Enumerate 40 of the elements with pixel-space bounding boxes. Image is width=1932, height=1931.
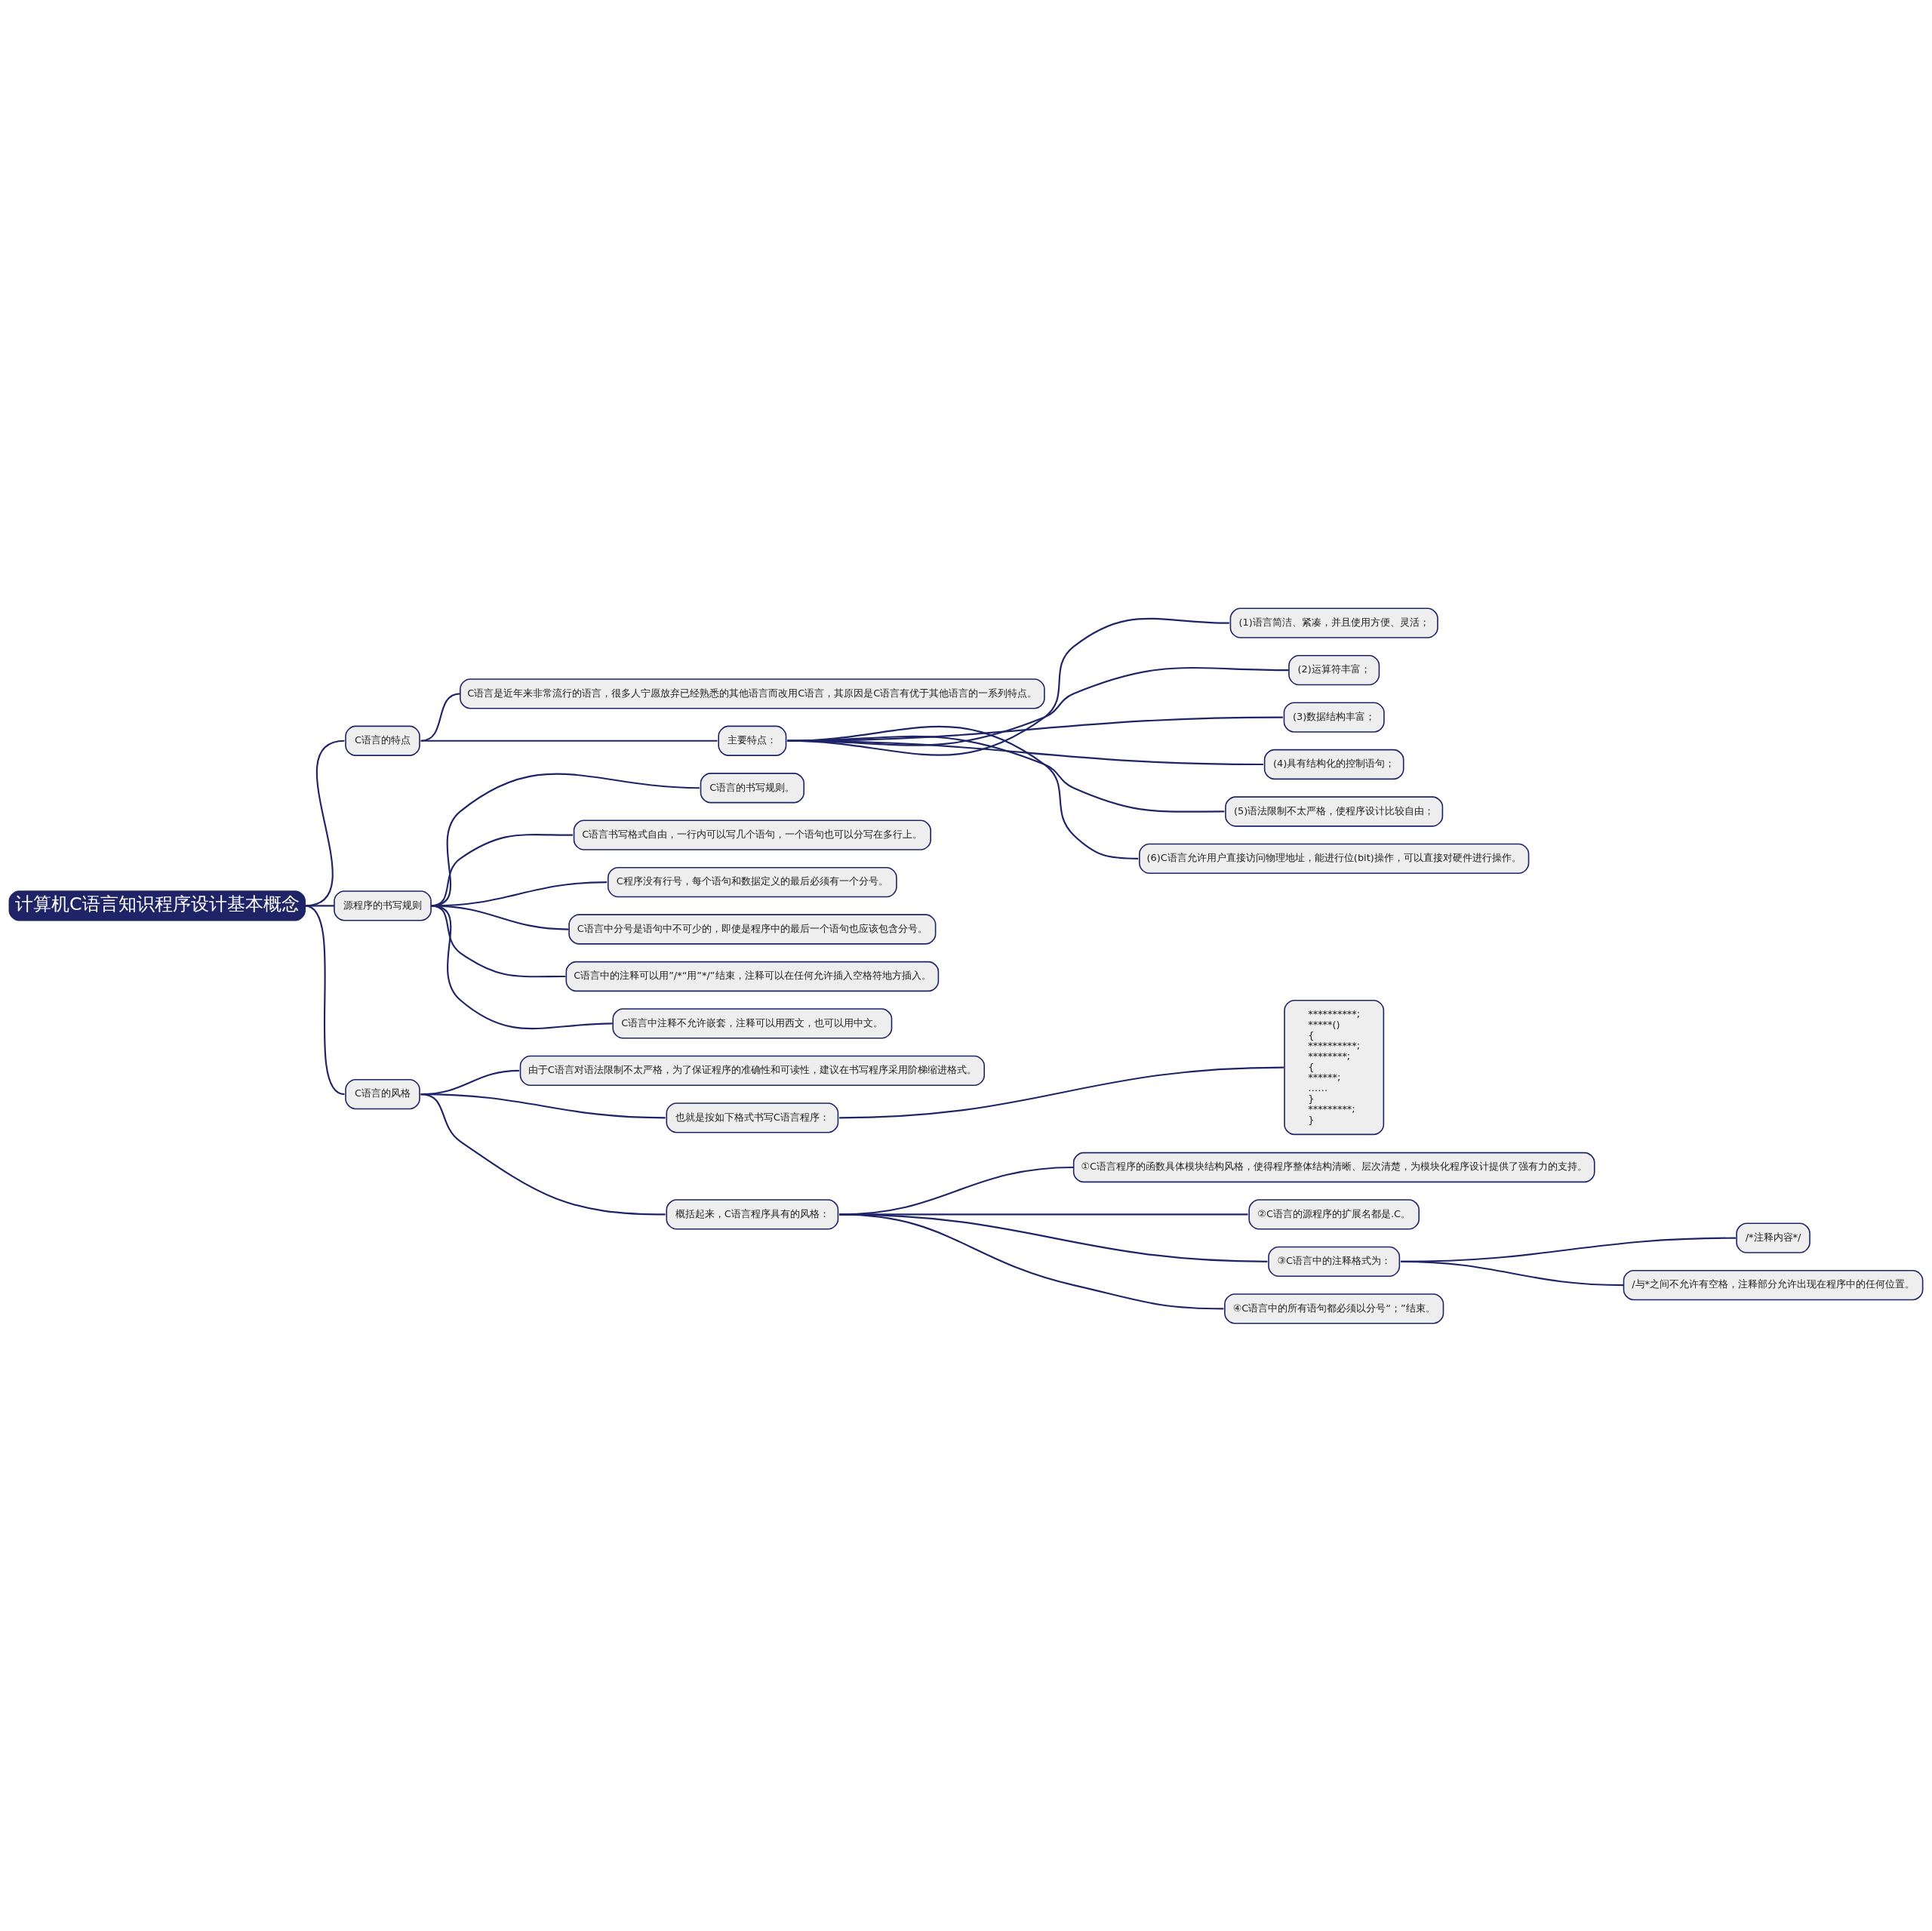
node-box: C语言的特点 xyxy=(345,725,420,756)
node-box: 源程序的书写规则 xyxy=(334,890,432,921)
node-box: 由于C语言对语法限制不太严格，为了保证程序的准确性和可读性，建议在书写程序采用阶梯缩进格式。 xyxy=(519,1055,986,1086)
node-box: (5)语法限制不太严格，使程序设计比较自由； xyxy=(1225,795,1444,827)
node-box: (4)具有结构化的控制语句； xyxy=(1263,749,1404,779)
connector xyxy=(839,1213,1224,1309)
node-box: (2)运算符丰富； xyxy=(1288,654,1380,685)
connector xyxy=(304,904,345,1095)
node-box: 计算机C语言知识程序设计基本概念 xyxy=(8,890,306,921)
node-box: 也就是按如下格式书写C语言程序： xyxy=(666,1102,839,1133)
node-box: 概括起来，C语言程序具有的风格： xyxy=(666,1198,839,1230)
node-box: C程序没有行号，每个语句和数据定义的最后必须有一个分号。 xyxy=(607,866,897,897)
node-box: /与*之间不允许有空格，注释部分允许出现在程序中的任何位置。 xyxy=(1623,1269,1924,1300)
connector xyxy=(420,692,460,742)
node-box: C语言中的注释可以用”/*“用”*/”结束，注释可以在任何允许插入空格符地方插入。 xyxy=(565,961,940,992)
node-box: ②C语言的源程序的扩展名都是.C。 xyxy=(1248,1198,1420,1230)
node-box: C语言的书写规则。 xyxy=(700,772,805,803)
node-box: C语言中分号是语句中不可少的，即使是程序中的最后一个语句也应该包含分号。 xyxy=(568,913,937,945)
connector xyxy=(430,904,566,977)
node-box: C语言是近年来非常流行的语言，很多人宁愿放弃已经熟悉的其他语言而改用C语言，其原因是C语言有优于其他语言的一系列特点。 xyxy=(460,678,1045,709)
node-box: (6)C语言允许用户直接访问物理地址，能进行位(bit)操作，可以直接对硬件进行操作。 xyxy=(1139,843,1530,874)
node-box: 主要特点： xyxy=(718,725,787,756)
connector xyxy=(420,739,718,742)
node-box: **********; *****() { **********; ********; { ******; …… } *********; } xyxy=(1284,999,1385,1135)
connector xyxy=(420,1093,666,1215)
connector xyxy=(787,725,1139,859)
connector xyxy=(305,904,334,906)
node-box: ④C语言中的所有语句都必须以分号“；”结束。 xyxy=(1224,1293,1444,1324)
node-box: C语言的风格 xyxy=(345,1078,420,1109)
connector xyxy=(430,904,613,1029)
node-box: C语言中注释不允许嵌套，注释可以用西文，也可以用中文。 xyxy=(612,1007,893,1039)
node-box: (3)数据结构丰富； xyxy=(1283,701,1385,733)
connector xyxy=(1400,1260,1624,1286)
node-box: ①C语言程序的函数具体模块结构风格，使得程序整体结构清晰、层次清楚，为模块化程序设计提供了强有力的支持。 xyxy=(1072,1152,1595,1182)
node-box: C语言书写格式自由，一行内可以写几个语句，一个语句也可以分写在多行上。 xyxy=(573,819,931,850)
node-box: ③C语言中的注释格式为： xyxy=(1268,1246,1401,1277)
connector xyxy=(839,1066,1284,1118)
node-box: (1)语言简洁、紧凑，并且使用方便、灵活； xyxy=(1229,607,1438,638)
node-box: /*注释内容*/ xyxy=(1736,1222,1810,1253)
connector xyxy=(304,739,345,906)
